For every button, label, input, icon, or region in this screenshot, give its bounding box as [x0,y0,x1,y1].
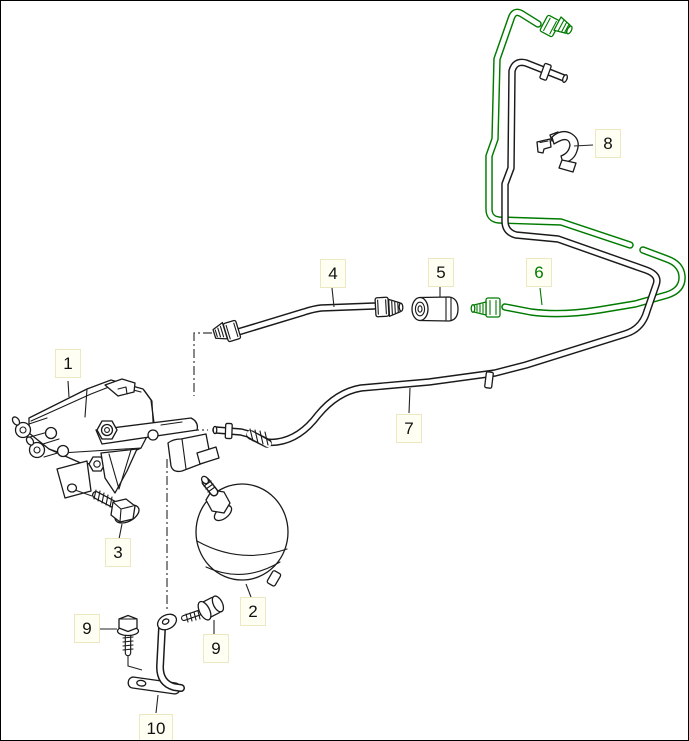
callout-4[interactable]: 4 [320,259,346,288]
leader-lines [67,144,594,714]
callout-9-left[interactable]: 9 [74,614,100,643]
callout-8[interactable]: 8 [595,129,621,158]
callout-10-text: 10 [146,719,166,738]
clamp-8-art [536,130,579,173]
bolt-3-art [92,489,140,524]
valve-block-assembly-art [11,378,220,499]
callout-8-text: 8 [603,134,613,153]
callout-10[interactable]: 10 [139,714,173,740]
callout-3[interactable]: 3 [105,538,131,567]
bracket-10-art [127,613,185,695]
callout-1-text: 1 [63,354,73,373]
callout-5-text: 5 [436,263,446,282]
callout-2-text: 2 [248,602,258,621]
callout-9b-text: 9 [211,639,221,658]
callout-1[interactable]: 1 [55,349,81,378]
callout-6-text: 6 [534,263,544,282]
callout-2[interactable]: 2 [240,597,266,626]
callout-5[interactable]: 5 [428,258,454,287]
callout-7-text: 7 [404,419,414,438]
accumulator-art [195,475,289,587]
bolt-9-right-art [181,595,225,623]
bolt-9-left-art [116,614,140,657]
callout-6-highlighted[interactable]: 6 [526,258,552,287]
pipe-7-art [212,58,661,448]
callout-9a-text: 9 [82,619,92,638]
pipe-6-art [470,8,686,318]
alignment-line-pipe4-to-block [193,332,212,396]
coupler-5-art [411,296,459,322]
pipe-4-art [212,296,404,343]
callout-3-text: 3 [113,543,123,562]
callout-7[interactable]: 7 [396,414,422,443]
callout-9-right[interactable]: 9 [203,634,229,663]
callout-4-text: 4 [328,264,338,283]
